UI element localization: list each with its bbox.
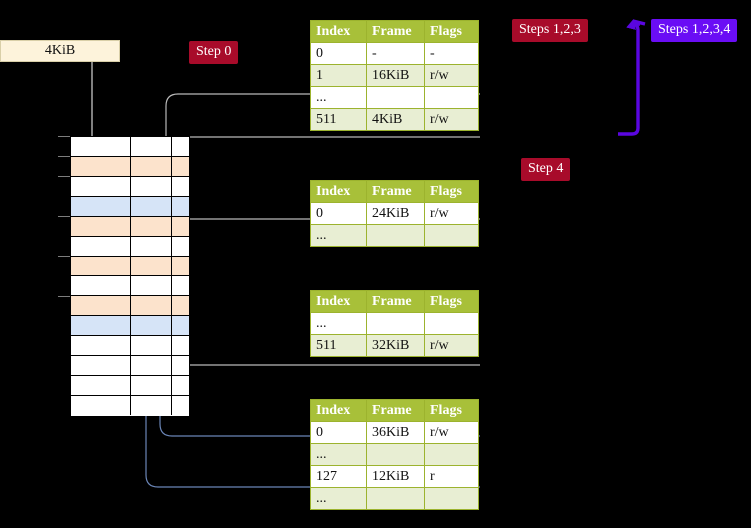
table-cell: 127: [310, 465, 367, 488]
table-header-frame: Frame: [366, 20, 425, 43]
table-cell: r: [424, 465, 479, 488]
table-cell: 36KiB: [366, 421, 425, 444]
table-cell: ...: [310, 487, 367, 510]
table-cell: ...: [310, 443, 367, 466]
table-row: ...: [310, 86, 479, 109]
table-cell: 0: [310, 42, 367, 65]
frame-size-box: 4KiB: [0, 40, 120, 62]
table-cell: 0: [310, 421, 367, 444]
steps-123-badge: Steps 1,2,3: [512, 19, 588, 42]
table-header-index: Index: [310, 20, 367, 43]
table-cell: [424, 443, 479, 466]
table-header-index: Index: [310, 399, 367, 422]
table-header-flags: Flags: [424, 180, 479, 203]
memory-tick-mark: [58, 296, 70, 297]
table-row: ...: [310, 312, 479, 335]
table-cell: [424, 224, 479, 247]
table-cell: 0: [310, 202, 367, 225]
table-cell: [366, 487, 425, 510]
table-cell: r/w: [424, 421, 479, 444]
table-header-flags: Flags: [424, 20, 479, 43]
table-header-index: Index: [310, 180, 367, 203]
table-cell: r/w: [424, 108, 479, 131]
table-row: ...: [310, 224, 479, 247]
memory-tick-mark: [58, 176, 70, 177]
memory-tick-mark: [58, 216, 70, 217]
table-cell: r/w: [424, 202, 479, 225]
table-header-index: Index: [310, 290, 367, 313]
memory-tick-mark: [58, 136, 70, 137]
table-header-frame: Frame: [366, 180, 425, 203]
table-row: 0--: [310, 42, 479, 65]
table-cell: ...: [310, 224, 367, 247]
table-cell: ...: [310, 86, 367, 109]
table-header-flags: Flags: [424, 290, 479, 313]
table-cell: [366, 443, 425, 466]
memory-tick-mark: [58, 156, 70, 157]
table-cell: [424, 312, 479, 335]
table-cell: r/w: [424, 334, 479, 357]
step-4-badge: Step 4: [521, 158, 571, 181]
table-cell: [424, 487, 479, 510]
memory-tick-mark: [58, 256, 70, 257]
table-cell: [366, 224, 425, 247]
table-header-frame: Frame: [366, 399, 425, 422]
table-header-frame: Frame: [366, 290, 425, 313]
table-cell: ...: [310, 312, 367, 335]
table-cell: [366, 86, 425, 109]
memory-grid-divider: [171, 136, 172, 415]
table-row: ...: [310, 487, 479, 510]
table-cell: 16KiB: [366, 64, 425, 87]
table-cell: 511: [310, 334, 367, 357]
steps-1234-badge: Steps 1,2,3,4: [651, 19, 738, 42]
table-cell: -: [424, 42, 479, 65]
table-cell: 12KiB: [366, 465, 425, 488]
table-cell: [366, 312, 425, 335]
table-row: ...: [310, 443, 479, 466]
table-cell: 1: [310, 64, 367, 87]
table-cell: r/w: [424, 64, 479, 87]
table-cell: -: [366, 42, 425, 65]
table-cell: 32KiB: [366, 334, 425, 357]
table-cell: 4KiB: [366, 108, 425, 131]
table-header-flags: Flags: [424, 399, 479, 422]
table-cell: [424, 86, 479, 109]
table-cell: 511: [310, 108, 367, 131]
step-0-badge: Step 0: [189, 41, 239, 64]
table-cell: 24KiB: [366, 202, 425, 225]
memory-grid-divider: [130, 136, 131, 415]
